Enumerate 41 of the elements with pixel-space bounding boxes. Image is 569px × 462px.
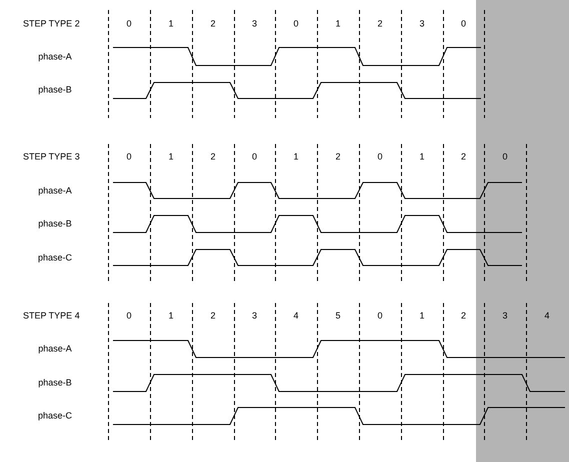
signal-label: phase-B [38, 86, 72, 94]
step-number: 1 [168, 152, 174, 162]
signal-label: phase-B [38, 220, 72, 228]
step-number: 2 [210, 312, 216, 320]
step-number: 2 [210, 20, 216, 28]
signal-label: phase-A [38, 52, 72, 62]
step-number: 3 [420, 20, 424, 28]
step-number: 1 [168, 312, 174, 320]
step-number: 0 [502, 152, 508, 162]
step-number: 2 [461, 152, 466, 162]
step-number: 2 [210, 152, 216, 162]
step-number: 0 [294, 20, 298, 28]
signal-label: phase-B [38, 378, 72, 388]
signal-label: phase-A [38, 344, 72, 354]
step-number: 1 [420, 312, 424, 320]
step-number: 2 [378, 20, 382, 28]
step-number: 3 [502, 312, 508, 320]
step-number: 0 [126, 312, 132, 320]
step-number: 0 [126, 152, 132, 162]
signal-label: phase-C [38, 412, 72, 420]
step-number: 4 [294, 312, 298, 320]
step-number: 4 [544, 312, 550, 320]
step-number: 1 [168, 20, 174, 28]
section-title: STEP TYPE 2 [23, 20, 80, 28]
step-number: 0 [378, 152, 382, 162]
signal-label: phase-A [38, 186, 72, 196]
section-title: STEP TYPE 4 [23, 312, 80, 320]
step-number: 3 [252, 312, 257, 320]
step-number: 1 [420, 152, 424, 162]
step-number: 2 [336, 152, 340, 162]
step-number: 0 [252, 152, 257, 162]
signal-label: phase-C [38, 254, 72, 262]
step-number: 0 [461, 20, 466, 28]
step-number: 5 [336, 312, 340, 320]
step-number: 0 [378, 312, 382, 320]
step-number: 1 [294, 152, 298, 162]
step-number: 2 [461, 312, 466, 320]
section-title: STEP TYPE 3 [23, 152, 80, 162]
step-number: 0 [126, 20, 132, 28]
step-number: 1 [336, 20, 340, 28]
step-number: 3 [252, 20, 257, 28]
